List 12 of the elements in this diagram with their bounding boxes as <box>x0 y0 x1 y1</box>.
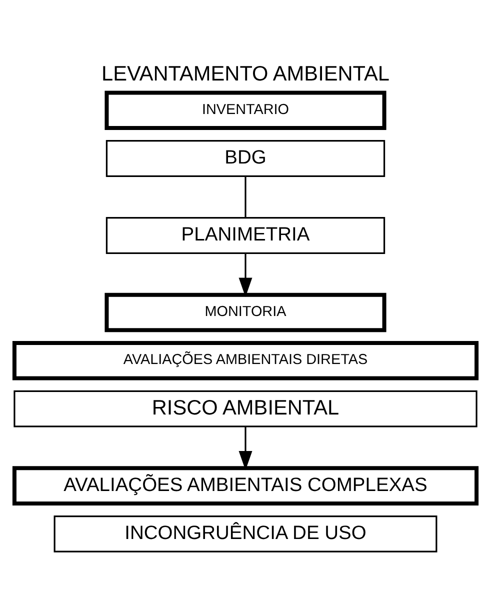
connector <box>244 176 246 218</box>
node-box: AVALIAÇÕES AMBIENTAIS COMPLEXAS <box>12 466 479 505</box>
diagram-title: LEVANTAMENTO AMBIENTAL <box>101 62 390 86</box>
node-box: PLANIMETRIA <box>106 216 386 254</box>
node-box: MONITORIA <box>104 292 386 332</box>
node-box: AVALIAÇÕES AMBIENTAIS DIRETAS <box>12 340 479 380</box>
node-box: INVENTARIO <box>104 90 386 130</box>
arrow <box>238 426 252 470</box>
node-box: INCONGRUÊNCIA DE USO <box>54 514 438 552</box>
arrow <box>238 253 252 297</box>
node-box: RISCO AMBIENTAL <box>14 390 478 427</box>
node-box: BDG <box>106 140 386 176</box>
